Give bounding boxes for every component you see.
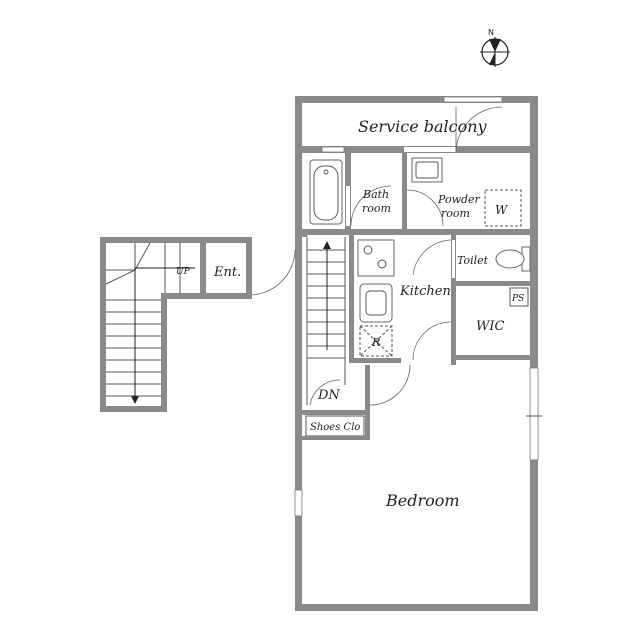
stairs-up-label: UP	[176, 267, 191, 277]
toilet-label: Toilet	[457, 254, 489, 267]
kitchen-sink-icon	[359, 283, 393, 323]
wet-area-wall	[302, 229, 532, 235]
service-balcony-label: Service balcony	[358, 117, 488, 136]
kitchen-label: Kitchen	[399, 284, 451, 299]
outer-walls	[295, 96, 538, 611]
cooktop-icon	[357, 239, 395, 277]
washer-label: W	[495, 203, 509, 217]
compass-icon: N	[480, 28, 510, 67]
ps-shaft	[509, 287, 529, 307]
powder-room-label-2: room	[441, 207, 470, 220]
external-stair-block	[100, 237, 252, 412]
bathtub-icon	[309, 159, 343, 225]
refrigerator-label: R	[371, 336, 380, 349]
toilet-icon	[495, 246, 531, 272]
powder-room-label-1: Powder	[437, 193, 481, 206]
stairs-down-label: DN	[317, 388, 340, 403]
washer-space	[484, 189, 522, 227]
interior-stairs	[302, 235, 346, 405]
wic-label: WIC	[476, 319, 504, 334]
ps-label: PS	[511, 294, 524, 304]
entrance-label: Ent.	[213, 265, 241, 280]
refrigerator-space	[359, 325, 393, 357]
bath-room-label-1: Bath	[362, 188, 389, 201]
bath-room-label-2: room	[362, 202, 391, 215]
door-swings	[249, 106, 503, 406]
bedroom-label: Bedroom	[385, 491, 460, 510]
compass-north-label: N	[488, 28, 494, 37]
shoes-closet-label: Shoes Clo	[310, 422, 360, 433]
